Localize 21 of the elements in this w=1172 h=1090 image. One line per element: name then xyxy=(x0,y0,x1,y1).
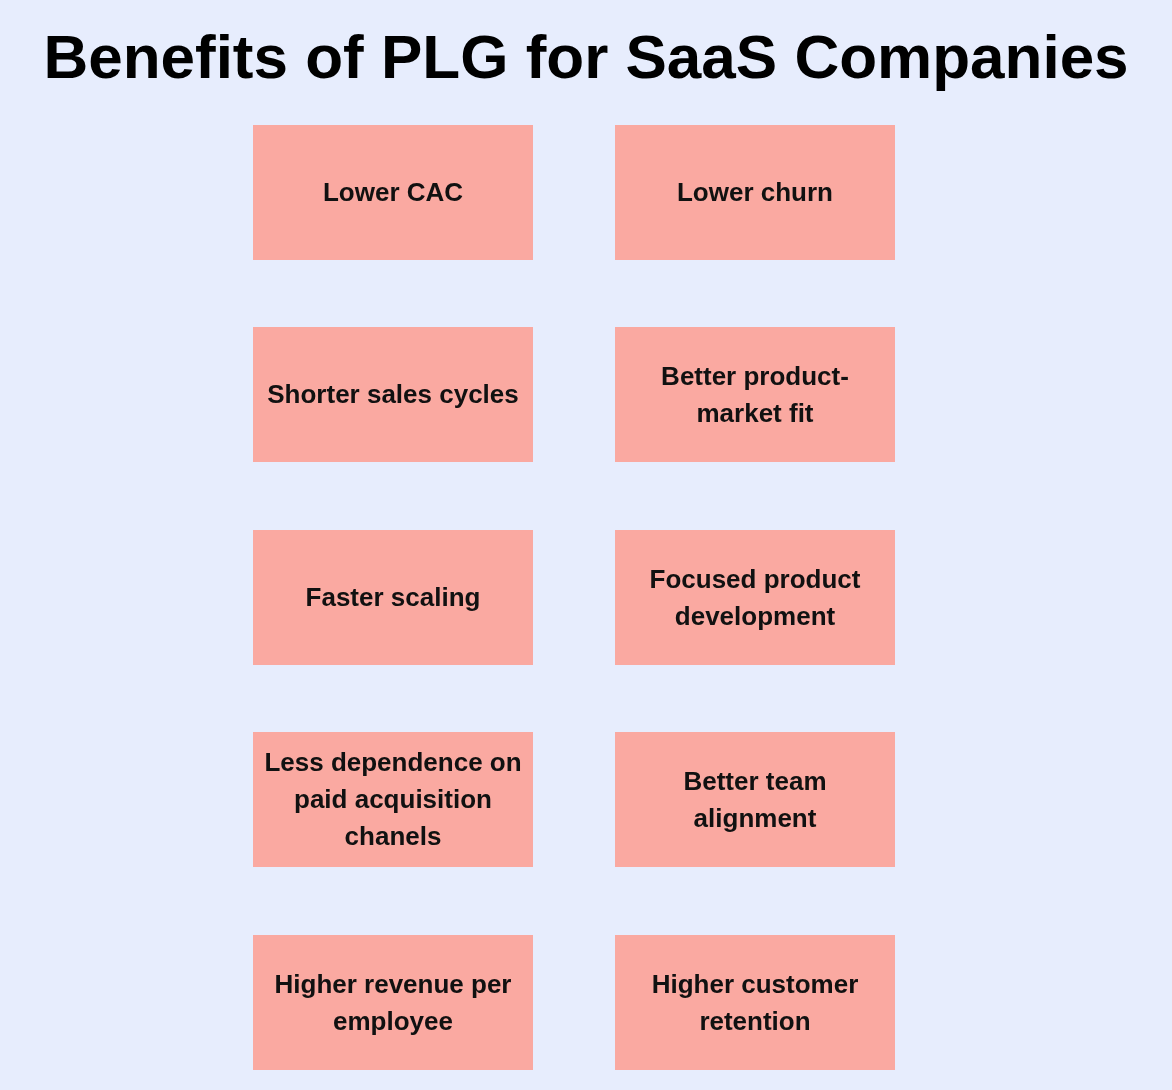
benefit-text: Higher customer retention xyxy=(650,967,860,1038)
benefit-text: Better product-market fit xyxy=(660,359,850,430)
benefit-box xyxy=(253,732,533,867)
benefit-box xyxy=(615,935,895,1070)
benefit-text: Better team alignment xyxy=(682,764,828,835)
benefit-text: Lower CAC xyxy=(322,176,464,209)
benefit-box xyxy=(615,732,895,867)
diagram-title: Benefits of PLG for SaaS Companies xyxy=(42,21,1130,93)
benefit-box xyxy=(253,530,533,665)
benefit-text: Less dependence on paid acquisition chanels xyxy=(263,746,523,853)
benefit-box xyxy=(615,530,895,665)
benefit-text: Focused product development xyxy=(648,562,862,633)
benefit-text: Faster scaling xyxy=(305,581,481,614)
benefit-box xyxy=(253,935,533,1070)
benefit-box xyxy=(253,327,533,462)
benefit-text: Lower churn xyxy=(677,176,833,209)
benefit-text: Higher revenue per employee xyxy=(273,967,513,1038)
benefit-box xyxy=(615,327,895,462)
benefit-box xyxy=(253,125,533,260)
benefit-text: Shorter sales cycles xyxy=(267,378,519,411)
benefit-box xyxy=(615,125,895,260)
